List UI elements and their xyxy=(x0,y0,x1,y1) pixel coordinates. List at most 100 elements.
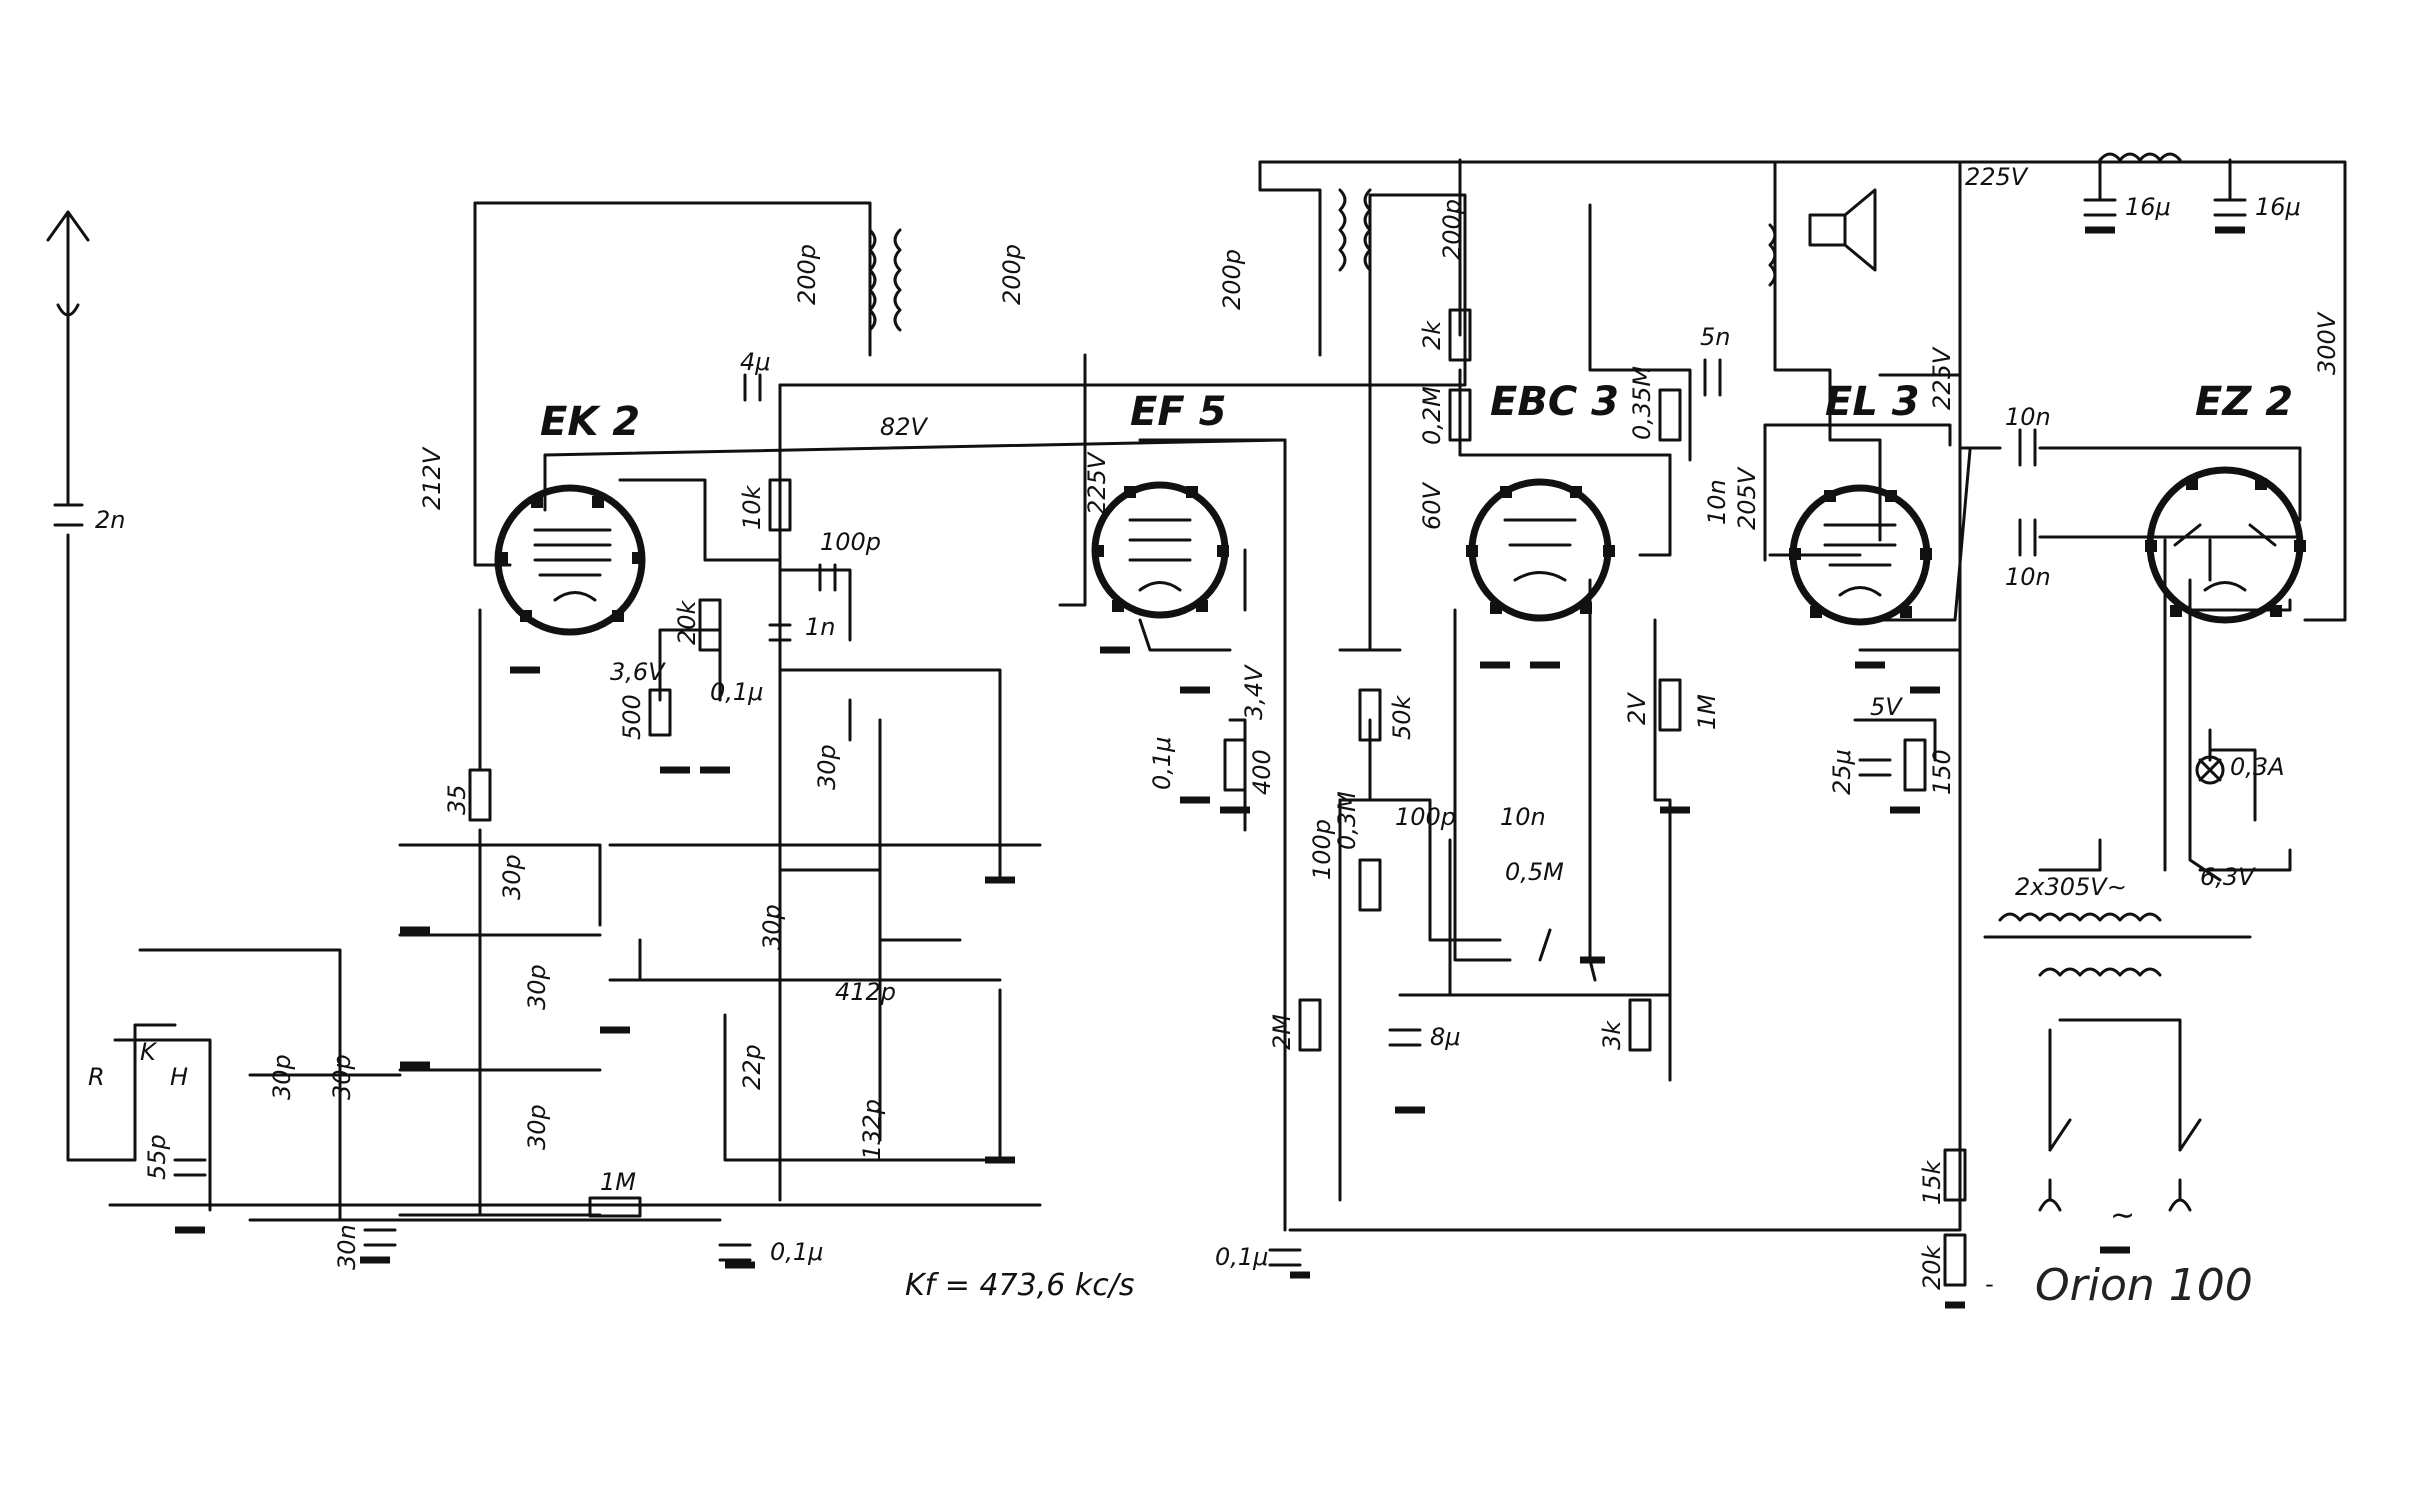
tube-label-ez2: EZ 2 xyxy=(2195,379,2293,425)
resistor-2m xyxy=(1298,998,1322,1052)
label-c-200p-1: 200p xyxy=(793,244,821,305)
label-c-30p-d: 30p xyxy=(268,1054,296,1100)
label-c-200p-3: 200p xyxy=(1218,249,1246,310)
resistor-400 xyxy=(1223,738,1247,792)
label-r-500: 500 xyxy=(618,694,646,740)
label-c-2n: 2n xyxy=(95,506,125,534)
label-r-35: 35 xyxy=(443,784,471,815)
label-c-30n: 30n xyxy=(333,1224,361,1270)
label-r-2k: 2k xyxy=(1418,320,1446,350)
label-c-01u-a: 0,1μ xyxy=(710,678,763,706)
voltage-2v: 2V xyxy=(1623,692,1651,725)
capacitor-55p xyxy=(173,1158,207,1177)
voltage-205v: 205V xyxy=(1733,466,1761,530)
label-c-25u: 25μ xyxy=(1828,749,1856,795)
resistor-1m-b xyxy=(1658,678,1682,732)
resistor-35 xyxy=(468,768,492,822)
voltage-36v: 3,6V xyxy=(610,658,666,686)
capacitor-16u-b xyxy=(2213,198,2247,217)
resistor-2k xyxy=(1448,308,1472,362)
label-c-22p: 22p xyxy=(738,1044,766,1090)
label-c-5n: 5n xyxy=(1700,323,1730,351)
label-c-200p-4: 200p xyxy=(1438,199,1466,260)
resistor-15k xyxy=(1943,1148,1967,1202)
voltage-60v: 60V xyxy=(1418,481,1446,530)
label-r-2m: 2M xyxy=(1268,1014,1296,1050)
wiring xyxy=(46,158,2347,1232)
label-c-30p-e: 30p xyxy=(328,1054,356,1100)
label-r-10k: 10k xyxy=(738,484,766,530)
resistor-20k-b xyxy=(1943,1233,1967,1287)
capacitor-8u xyxy=(1388,1028,1422,1047)
label-c-1n: 1n xyxy=(805,613,835,641)
label-r-20k: 20k xyxy=(673,599,701,645)
component-labels: 2n 4μ 200p 200p 200p 200p 10k 100p 1n 20… xyxy=(95,193,2301,1290)
label-k: K xyxy=(140,1038,158,1066)
label-sec-fil: 6,3V xyxy=(2200,863,2256,891)
label-c-10n-c: 10n xyxy=(2005,403,2051,431)
kf-note: Kf = 473,6 kc/s xyxy=(905,1268,1134,1303)
tube-ek2 xyxy=(494,484,646,636)
capacitor-2n xyxy=(53,503,84,527)
label-c-100p-c: 100p xyxy=(1395,803,1456,831)
title-dash: - xyxy=(1985,1270,1994,1298)
resistor-02m xyxy=(1448,388,1472,442)
label-c-16u-a: 16μ xyxy=(2125,193,2171,221)
label-c-412p: 412p xyxy=(835,978,896,1006)
mains-switch xyxy=(2048,1118,2202,1152)
tube-label-ef5: EF 5 xyxy=(1130,389,1226,435)
label-c-01u-b: 0,1μ xyxy=(770,1238,823,1266)
capacitor-25u xyxy=(1858,758,1892,777)
capacitor-01u-b xyxy=(718,1243,752,1262)
label-c-30p-f: 30p xyxy=(813,744,841,790)
tube-ebc3 xyxy=(1466,478,1615,622)
resistor-1m-a xyxy=(588,1196,642,1218)
label-c-10n-b: 10n xyxy=(1500,803,1546,831)
resistor-150 xyxy=(1903,738,1927,792)
tube-label-ek2: EK 2 xyxy=(540,399,640,445)
label-c-100p-a: 100p xyxy=(820,528,881,556)
capacitor-100p-a xyxy=(818,563,837,592)
label-c-16u-b: 16μ xyxy=(2255,193,2301,221)
label-sec-hv: 2x305V∼ xyxy=(2015,873,2127,901)
mains-plug xyxy=(2038,1198,2192,1212)
capacitor-01u-d xyxy=(1268,1248,1302,1267)
label-c-30p-a: 30p xyxy=(498,854,526,900)
voltage-225v-ef5: 225V xyxy=(1083,451,1111,515)
label-c-30p-g: 30p xyxy=(758,904,786,950)
label-c-100p-b: 100p xyxy=(1308,819,1336,880)
label-r-20k-b: 20k xyxy=(1918,1244,1946,1290)
label-r-3k: 3k xyxy=(1598,1020,1626,1050)
resistor-03m xyxy=(1358,858,1382,912)
label-r-150: 150 xyxy=(1928,749,1956,795)
voltage-82v: 82V xyxy=(880,413,929,441)
capacitor-30n xyxy=(363,1228,397,1247)
capacitor-1n xyxy=(768,623,792,642)
label-c-55p: 55p xyxy=(143,1134,171,1180)
label-c-4u: 4μ xyxy=(740,348,771,376)
resistor-500 xyxy=(648,688,672,737)
resistor-3k xyxy=(1628,998,1652,1052)
label-c-10n-a: 10n xyxy=(1703,479,1731,525)
resistor-10k xyxy=(768,478,792,532)
tube-ez2 xyxy=(2145,466,2306,624)
label-c-10n-d: 10n xyxy=(2005,563,2051,591)
capacitor-10n-d xyxy=(2018,518,2037,557)
label-h: H xyxy=(170,1063,188,1091)
label-c-01u-c: 0,1μ xyxy=(1215,1243,1268,1271)
tube-label-ebc3: EBC 3 xyxy=(1490,379,1619,425)
label-c-30p-c: 30p xyxy=(523,1104,551,1150)
tube-labels: EK 2 EF 5 EBC 3 EL 3 EZ 2 xyxy=(540,379,2293,445)
voltage-34v: 3,4V xyxy=(1240,664,1268,720)
label-c-30p-b: 30p xyxy=(523,964,551,1010)
voltage-212v: 212V xyxy=(418,446,446,510)
label-r: R xyxy=(88,1063,105,1091)
voltage-5v: 5V xyxy=(1870,693,1903,721)
label-r-50k: 50k xyxy=(1388,694,1416,740)
voltage-225v-el3: 225V xyxy=(1928,346,1956,410)
tube-ef5 xyxy=(1091,481,1229,619)
loudspeaker xyxy=(1808,188,1877,272)
schematic-title: Orion 100 xyxy=(2035,1260,2253,1311)
resistor-20k xyxy=(698,598,722,652)
